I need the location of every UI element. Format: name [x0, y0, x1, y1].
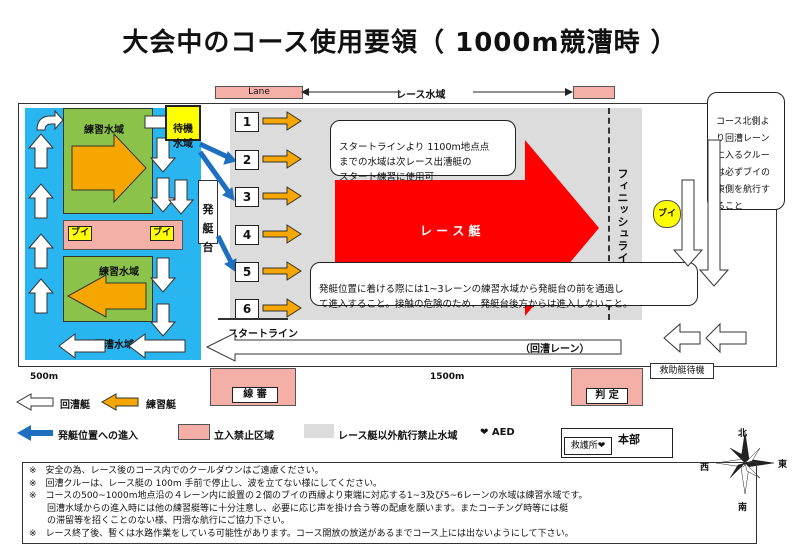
page-title: 大会中のコース使用要領（ 1000m競漕時 ）: [122, 28, 678, 58]
start-line: [218, 318, 288, 320]
lane-practice-arrows: [262, 111, 302, 318]
note-bubble-mid: 発艇位置に着ける際には1~3レーンの練習水域から発艇台の前を通過し て進入するこ…: [310, 262, 698, 310]
hq-label: 本部: [618, 433, 640, 446]
line-review-box: 線 審: [232, 387, 278, 403]
return-lane-arrow: [205, 332, 622, 362]
legend-no-nav-swatch: [304, 424, 334, 438]
notes-box: ※ 安全の為、レース後のコース内でのクールダウンはご遠慮ください。 ※ 回漕クル…: [22, 462, 757, 544]
first-aid-box: 救護所❤: [564, 437, 612, 455]
lane-5: 5: [235, 262, 259, 282]
lane-3: 3: [235, 187, 259, 207]
lane-column: 1 2 3 4 5 6: [235, 110, 305, 320]
race-zone-label: レース水域: [396, 90, 446, 101]
legend-aed-label: ❤ AED: [480, 427, 515, 438]
note-bubble-top: スタートラインより 1100m地点点 までの水域は次レース出漕艇の スタート練習…: [330, 120, 516, 183]
distance-1500: 1500m: [430, 372, 465, 382]
compass-icon: [715, 431, 775, 495]
compass-west: 西: [700, 463, 710, 473]
note-line: の滞留等を招くことのない様、円滑な航行にご協力下さい。: [29, 516, 290, 526]
race-zone-arrow: [301, 85, 573, 99]
legend-no-nav-label: レース艇以外航行禁止水域: [338, 431, 458, 442]
compass-east: 東: [778, 460, 788, 470]
legend-practice-icon: [100, 393, 139, 411]
compass-south: 南: [738, 503, 748, 513]
lane-marker-right: [573, 86, 615, 99]
legend-return-icon: [15, 393, 54, 411]
finish-line-label: フィニッシュライン: [616, 168, 629, 276]
entry-arrows: [197, 141, 237, 272]
hq-box: 救護所❤ 本部: [561, 428, 673, 458]
lane-6: 6: [235, 299, 259, 319]
practice-arrow-left: [66, 274, 147, 318]
lane-label: Lane: [248, 87, 270, 97]
note-line: ※ 安全の為、レース後のコース内でのクールダウンはご遠慮ください。: [29, 466, 324, 476]
lane-marker-left: Lane: [215, 86, 303, 99]
note-line: 回漕水域からの進入時には他の練習艇等に十分注意し、必要に応じ声を掛け合う等の配慮…: [29, 503, 569, 514]
north-return-arrows: [663, 139, 747, 354]
waiting-zone: 待機 水域: [165, 105, 201, 150]
return-lane-label: （回漕レーン）: [520, 344, 590, 355]
legend-entry-label: 発艇位置への進入: [58, 431, 138, 442]
legend-entry-icon: [17, 425, 53, 441]
practice-zone-top-label: 練習水域: [84, 125, 124, 136]
note-line: ※ 回漕クルーは、レース艇の 100m 手前で停止し、波を立てない様にしてくださ…: [29, 478, 382, 489]
judge-box: 判 定: [586, 388, 628, 404]
note-line: ※ レース終了後、暫くは水路作業をしている可能性があります。コース開放の放送があ…: [29, 528, 574, 539]
legend-no-entry-swatch: [178, 424, 210, 440]
start-platform: 発 艇 台: [198, 180, 218, 254]
distance-500: 500m: [30, 372, 59, 382]
race-boat-label: レ ー ス 艇: [420, 224, 481, 238]
legend-return-label: 回漕艇: [60, 400, 90, 411]
start-line-label: スタートライン: [228, 329, 298, 340]
practice-arrow-right: [71, 132, 147, 204]
return-zone-label: 回漕水域: [94, 340, 134, 351]
lane-4: 4: [235, 225, 259, 245]
buoy-left: ブイ: [68, 226, 92, 241]
finish-line: [608, 108, 632, 320]
buoy-circle: ブイ: [653, 200, 681, 228]
note-line: ※ コースの500~1000m地点沿の４レーン内に設置の２個のブイの西縁より東端…: [29, 491, 588, 501]
legend-no-entry-label: 立入禁止区域: [214, 431, 274, 442]
buoy-right: ブイ: [150, 226, 174, 241]
practice-zone-bottom-label: 練習水域: [99, 267, 139, 278]
compass-north: 北: [738, 429, 748, 439]
rescue-waiting: 救助艇待機: [650, 363, 714, 379]
lane-1: 1: [235, 112, 259, 132]
lane-2: 2: [235, 150, 259, 170]
legend-practice-label: 練習艇: [146, 400, 176, 411]
